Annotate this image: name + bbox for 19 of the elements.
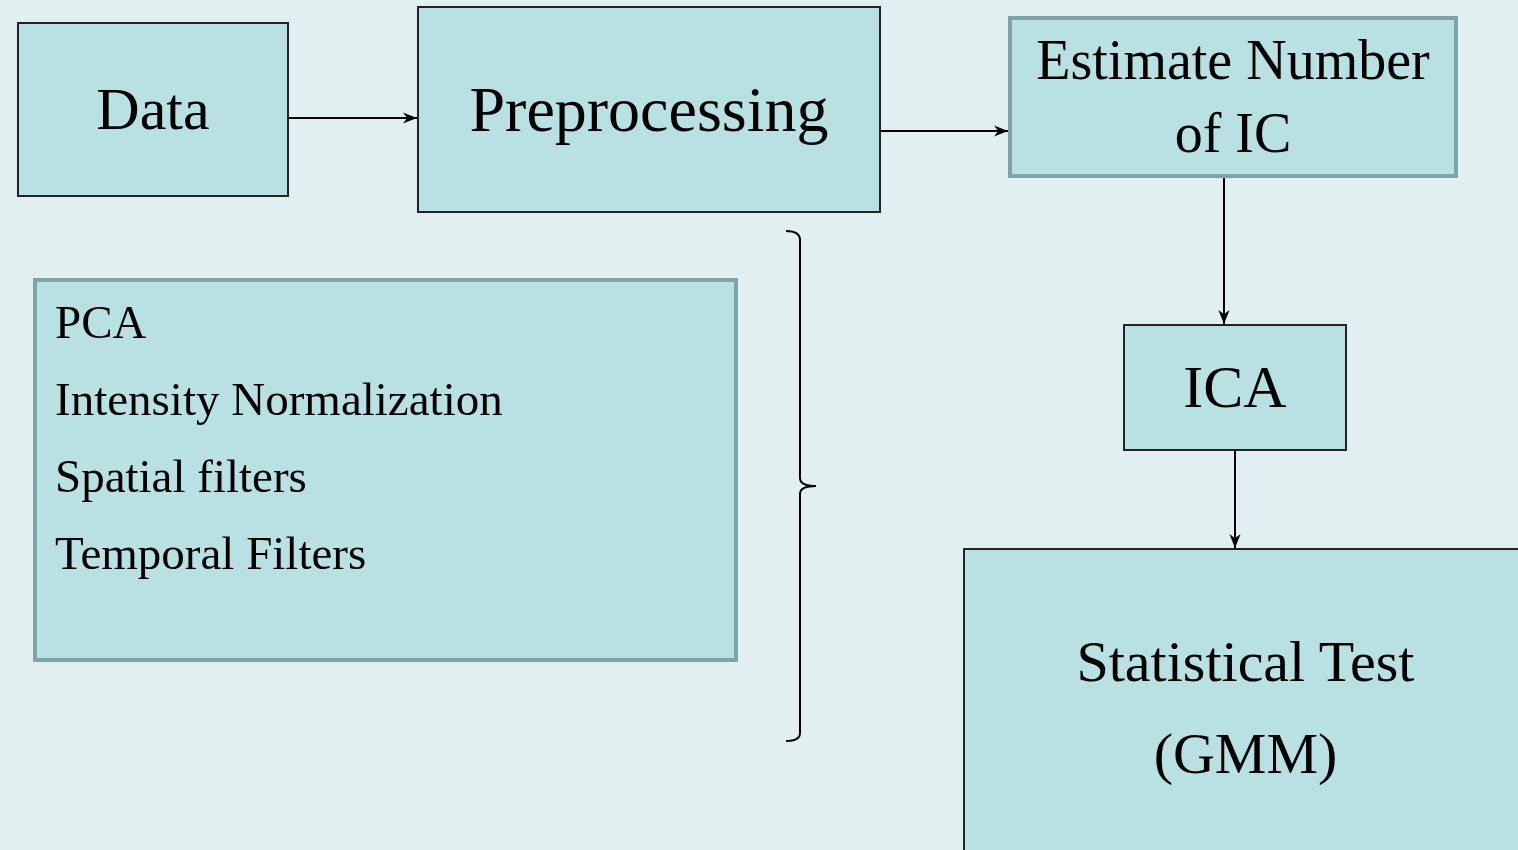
node-label: Statistical Test (GMM) [1075, 628, 1416, 788]
list-item: Temporal Filters [55, 526, 367, 581]
arrow [1229, 450, 1241, 549]
node-label: Data [96, 75, 210, 144]
arrow [1218, 177, 1230, 325]
arrow [288, 112, 418, 124]
process-box [1123, 324, 1347, 451]
arrow [880, 125, 1009, 137]
process-box [417, 6, 881, 213]
list-item: Spatial filters [55, 449, 307, 504]
list-box [33, 278, 738, 662]
node-label: Preprocessing [469, 72, 829, 147]
process-box [1008, 16, 1458, 178]
list-item: PCA [55, 295, 147, 350]
process-box [17, 22, 289, 197]
node-label: ICA [1183, 353, 1287, 422]
process-box [963, 548, 1518, 850]
list-item: Intensity Normalization [55, 372, 503, 427]
node-label: Estimate Number of IC [1035, 28, 1431, 166]
